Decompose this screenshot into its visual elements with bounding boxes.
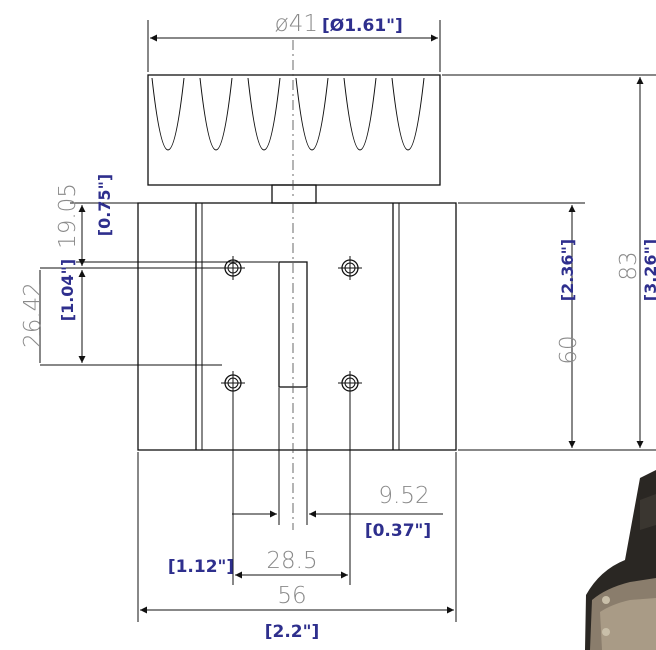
hole-vertical-inch-label: [0.75"] [95, 174, 114, 236]
knob-outline [147, 74, 441, 186]
knob-stem [271, 184, 317, 204]
hole-pitch-horizontal-inch-label: [1.12"] [168, 557, 234, 577]
hole-pitch-vertical-inch-label: [1.04"] [58, 259, 77, 321]
overall-height-mm-label: 83 [616, 251, 642, 280]
diameter-inch-label: [Ø1.61"] [322, 16, 403, 36]
hole-pitch-horizontal-mm-label: 28.5 [266, 548, 317, 574]
body-height-mm-label: 60 [556, 335, 582, 364]
knob [147, 40, 441, 204]
dimension-offset: 9.52 [0.37"] [232, 388, 443, 541]
mounting-hole-bottom-right [338, 371, 362, 395]
dimension-hole-pitch-vertical: 26.42 [1.04"] [20, 259, 278, 366]
diameter-mm-label: ø41 [275, 11, 318, 37]
mounting-hole-top-right [338, 256, 362, 280]
dimension-hole-pitch-horizontal: 28.5 [1.12"] [168, 392, 351, 585]
dimension-diameter: ø41 [Ø1.61"] [147, 11, 441, 72]
hole-pitch-vertical-mm-label: 26.42 [20, 282, 46, 348]
mounting-hole-bottom-left [221, 371, 245, 395]
body-width-inch-label: [2.2"] [265, 622, 320, 642]
body-width-mm-label: 56 [277, 583, 306, 609]
dimension-body-width: 56 [2.2"] [137, 452, 457, 642]
knob-knurl [151, 77, 425, 151]
body-outline [137, 202, 457, 451]
dimension-body-height: 60 [2.36"] [458, 202, 656, 451]
body-height-inch-label: [2.36"] [558, 239, 577, 301]
offset-mm-label: 9.52 [378, 483, 429, 509]
hole-vertical-mm-label: 19.05 [55, 183, 81, 249]
body [137, 202, 457, 530]
overall-height-inch-label: [3.26"] [641, 239, 656, 301]
offset-inch-label: [0.37"] [365, 521, 431, 541]
dimension-hole-vertical: 19.05 [0.75"] [40, 174, 222, 269]
product-photo [585, 470, 656, 650]
mounting-hole-top-left [221, 256, 245, 280]
dimension-overall-height: 83 [3.26"] [442, 74, 656, 448]
